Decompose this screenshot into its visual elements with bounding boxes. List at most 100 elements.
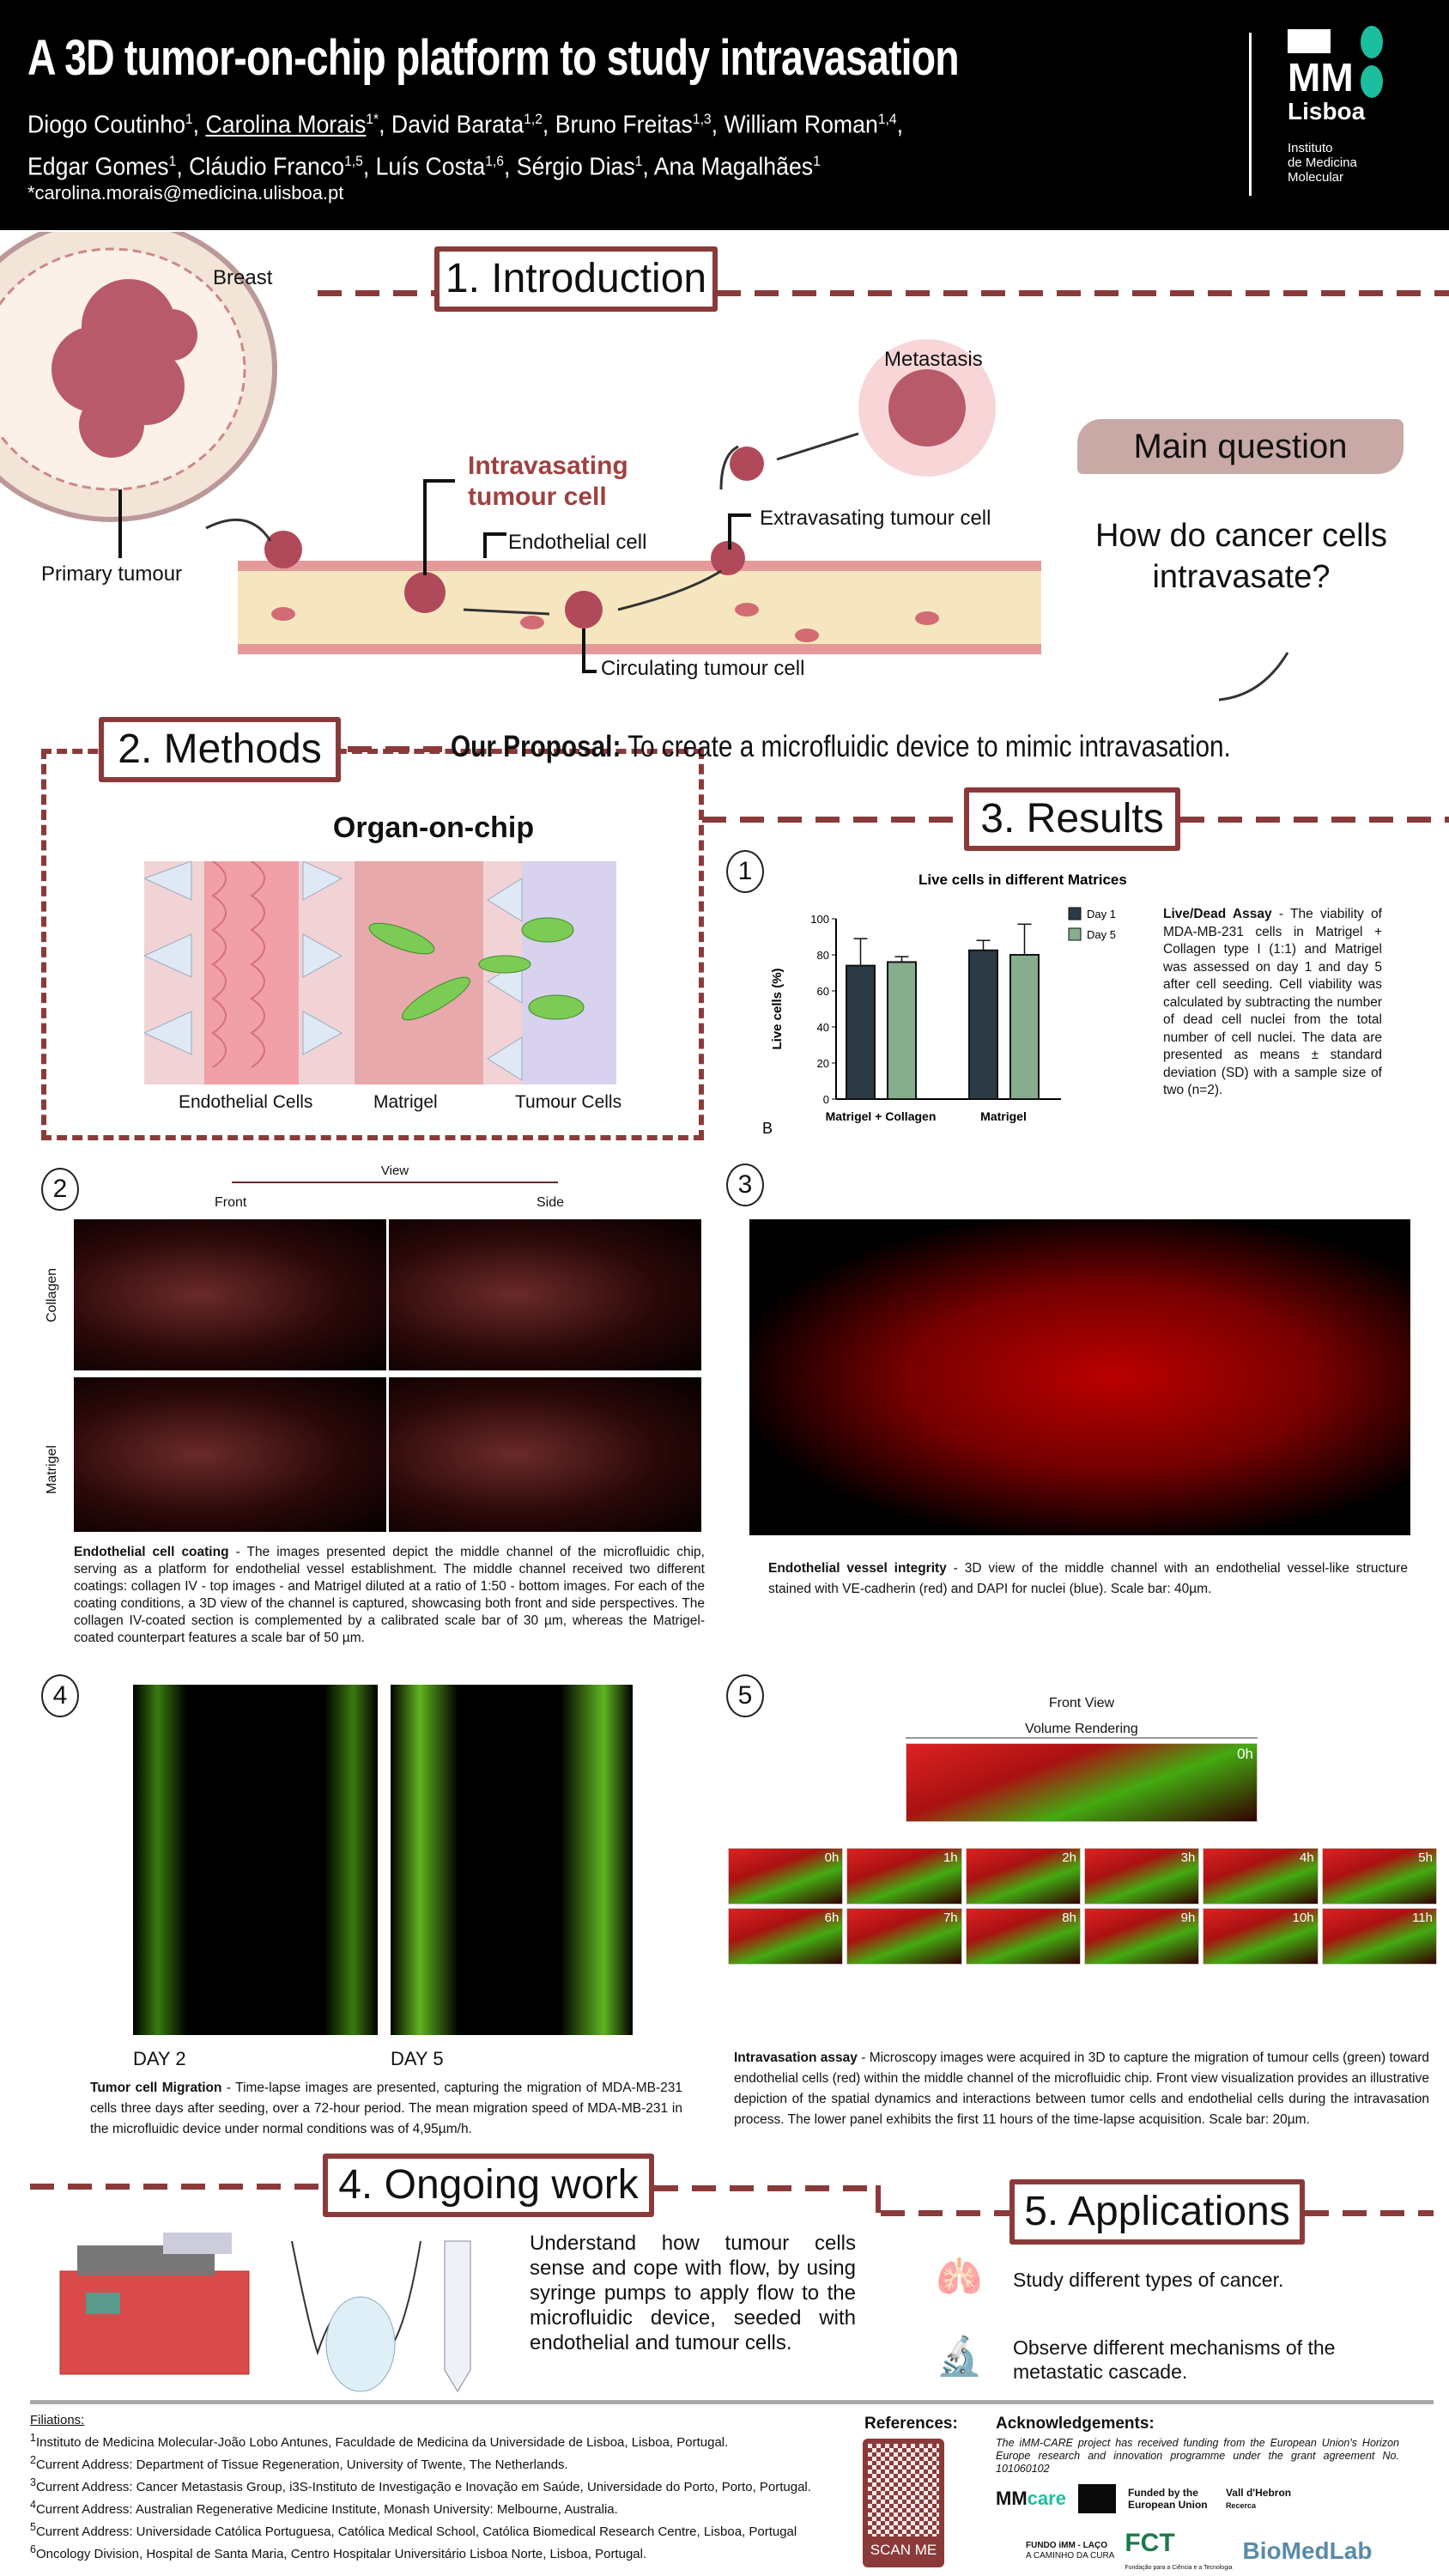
mmcare-logo: MMcare: [996, 2488, 1066, 2509]
timelapse-frame: 8h: [965, 1908, 1081, 1965]
collagen-label: Collagen: [45, 1267, 59, 1322]
references-qr-code[interactable]: SCAN ME: [863, 2439, 944, 2567]
panel-letter: B: [762, 1120, 773, 1137]
author-affiliation: 1,6: [485, 152, 504, 169]
timelapse-frame: 5h: [1321, 1848, 1437, 1905]
author-affiliation: 1: [168, 152, 177, 169]
migration-day5-image: [391, 1685, 633, 2035]
volume-rendering-label: Volume Rendering: [906, 1722, 1258, 1739]
author-affiliation: 1,5: [344, 152, 363, 169]
bar-day-1: [846, 964, 876, 1100]
timelapse-frame: 0h: [728, 1848, 844, 1905]
label-primary-tumour: Primary tumour: [41, 562, 183, 586]
funder-logos-row-1: MMcare Funded by the European Union Vall…: [996, 2484, 1291, 2513]
label-tumour-cells: Tumour Cells: [515, 1092, 622, 1112]
filiation-item: 4Current Address: Australian Regenerativ…: [30, 2499, 618, 2517]
timelapse-frame: 3h: [1083, 1848, 1200, 1905]
day-2-label: DAY 2: [133, 2048, 186, 2069]
acknowledgements-text: The iMM-CARE project has received fundin…: [996, 2437, 1399, 2475]
label-circulating-cell: Circulating tumour cell: [601, 657, 805, 680]
section-methods-heading: 2. Methods: [99, 717, 341, 782]
references-heading: References:: [864, 2415, 958, 2433]
timelapse-frame: 6h: [728, 1908, 844, 1965]
footer-divider: [30, 2400, 1434, 2404]
biomedlab-logo: BioMedLab: [1242, 2537, 1373, 2564]
y-tick-label: 80: [817, 949, 829, 962]
intravasation-illustration: [0, 232, 1289, 702]
panel-3-caption: Endothelial vessel integrity - 3D view o…: [768, 1561, 1408, 1596]
proposal-text: Our Proposal: To create a microfluidic d…: [451, 730, 1231, 763]
acknowledgements-heading: Acknowledgements:: [996, 2415, 1155, 2433]
bar-day-5: [887, 961, 917, 1101]
front-view-label: Front View: [1048, 1696, 1115, 1710]
poster-header: A 3D tumor-on-chip platform to study int…: [0, 0, 1449, 230]
timelapse-frame: 2h: [965, 1848, 1081, 1905]
author-name: ,: [192, 111, 206, 139]
label-endothelial-cell: Endothelial cell: [508, 531, 647, 554]
microscope-icon: 🔬: [936, 2336, 983, 2378]
contact-email[interactable]: *carolina.morais@medicina.ulisboa.pt: [27, 182, 344, 204]
timelapse-frame: 10h: [1203, 1908, 1319, 1965]
panel-1-caption: Live/Dead Assay - The viability of MDA-M…: [1163, 907, 1382, 1097]
label-metastasis: Metastasis: [884, 348, 983, 371]
author-affiliation: 1: [185, 111, 193, 127]
filiation-item: 5Current Address: Universidade Católica …: [30, 2521, 797, 2539]
authors-line-2: Edgar Gomes1, Cláudio Franco1,5, Luís Co…: [27, 143, 903, 185]
author-list: Diogo Coutinho1, Carolina Morais1*, Davi…: [27, 101, 903, 185]
header-divider: [1249, 33, 1252, 196]
legend-label: Day 5: [1087, 928, 1116, 941]
legend-swatch: [1068, 927, 1082, 941]
author-name: , David Barata: [379, 111, 524, 139]
section-ongoing-heading: 4. Ongoing work: [323, 2154, 654, 2217]
x-tick-label: Matrigel + Collagen: [826, 1109, 937, 1123]
label-intravasating-cell: Intravasating tumour cell: [468, 452, 628, 511]
author-affiliation: 1: [634, 152, 643, 169]
legend-label: Day 1: [1087, 908, 1116, 920]
main-question-text: How do cancer cells intravasate?: [1094, 518, 1388, 595]
organ-on-chip-title: Organ-on-chip: [332, 811, 535, 844]
label-endothelial-cells: Endothelial Cells: [179, 1092, 313, 1112]
collagen-side-image: [389, 1219, 701, 1370]
application-item-2: Observe different mechanisms of the meta…: [1013, 2336, 1336, 2383]
collagen-front-image: [74, 1219, 386, 1370]
eu-logo-text: Funded by the European Union: [1127, 2487, 1208, 2511]
section-applications-heading: 5. Applications: [1009, 2179, 1305, 2245]
panel-3-number: 3: [726, 1163, 764, 1206]
legend-swatch: [1068, 907, 1082, 920]
author-affiliation: 1,4: [877, 111, 897, 127]
y-tick-label: 100: [810, 913, 829, 926]
label-matrigel: Matrigel: [373, 1092, 438, 1112]
panel-5-caption: Intravasation assay - Microscopy images …: [734, 2050, 1429, 2127]
bar-day-1: [968, 949, 998, 1100]
lungs-icon: 🫁: [936, 2256, 983, 2298]
author-affiliation: 1,3: [692, 111, 712, 127]
poster-title: A 3D tumor-on-chip platform to study int…: [27, 30, 960, 86]
label-breast: Breast: [213, 266, 273, 289]
panel-4-number: 4: [41, 1674, 79, 1717]
author-name: , Luís Costa: [362, 153, 486, 181]
application-item-1: Study different types of cancer.: [1013, 2269, 1284, 2291]
filiation-item: 6Oncology Division, Hospital de Santa Ma…: [30, 2543, 647, 2561]
chart-title: Live cells in different Matrices: [919, 872, 1127, 888]
y-tick-label: 20: [817, 1057, 829, 1070]
main-question-banner: Main question: [1077, 419, 1404, 474]
organ-on-chip-illustration: [144, 861, 616, 1084]
timelapse-frame: 7h: [846, 1908, 962, 1965]
author-name: , Ana Magalhães: [642, 153, 814, 181]
filiations: Filiations: 1Instituto de Medicina Molec…: [30, 2411, 846, 2563]
vessel-3d-image: [749, 1219, 1410, 1535]
filiation-item: 1Instituto de Medicina Molecular-João Lo…: [30, 2432, 729, 2450]
author-affiliation: 1,2: [524, 111, 543, 127]
author-name: , Bruno Freitas: [542, 111, 693, 139]
author-name: Diogo Coutinho: [27, 111, 185, 139]
view-label: View: [232, 1163, 558, 1183]
eu-flag-icon: [1077, 2484, 1116, 2513]
author-affiliation: 1: [813, 152, 821, 169]
matrigel-front-image: [74, 1377, 386, 1532]
panel-4-caption: Tumor cell Migration - Time-lapse images…: [90, 2081, 682, 2136]
section-introduction-heading: 1. Introduction: [434, 246, 718, 312]
